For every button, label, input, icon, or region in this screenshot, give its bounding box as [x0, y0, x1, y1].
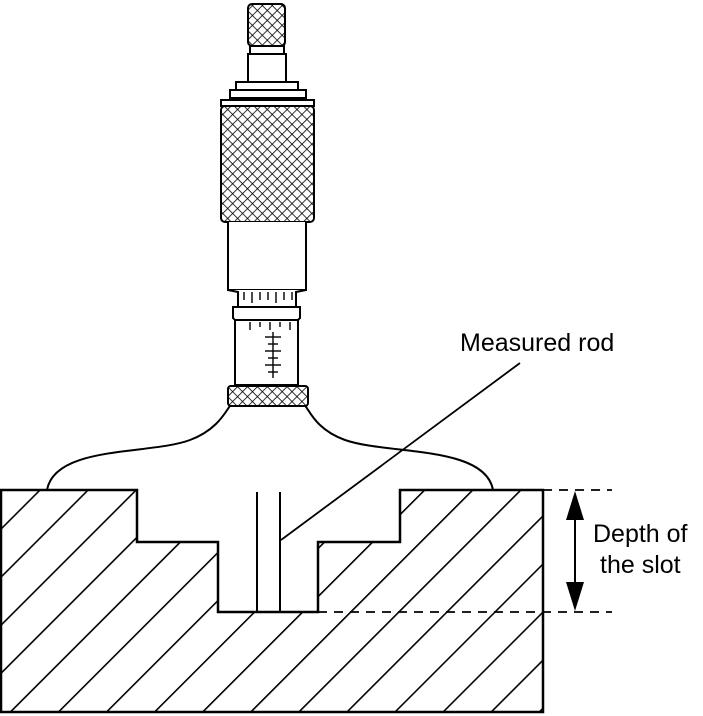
measured-rod-label: Measured rod [460, 329, 614, 357]
lock-collar-knurl [227, 385, 309, 407]
workpiece-block [0, 488, 545, 714]
depth-label-line2: the slot [600, 551, 681, 579]
sleeve-scale [249, 322, 291, 378]
ratchet-knurl [247, 3, 286, 47]
micrometer-head [220, 3, 315, 407]
depth-extension-lines [318, 489, 612, 613]
thimble-knurl [220, 105, 315, 223]
measured-rod-leader [280, 362, 521, 541]
double-arrow-icon [566, 491, 584, 611]
depth-label-line1: Depth of [593, 520, 688, 548]
measured-rod [256, 492, 281, 612]
thimble-scale [243, 292, 293, 303]
micrometer-base [46, 403, 494, 491]
